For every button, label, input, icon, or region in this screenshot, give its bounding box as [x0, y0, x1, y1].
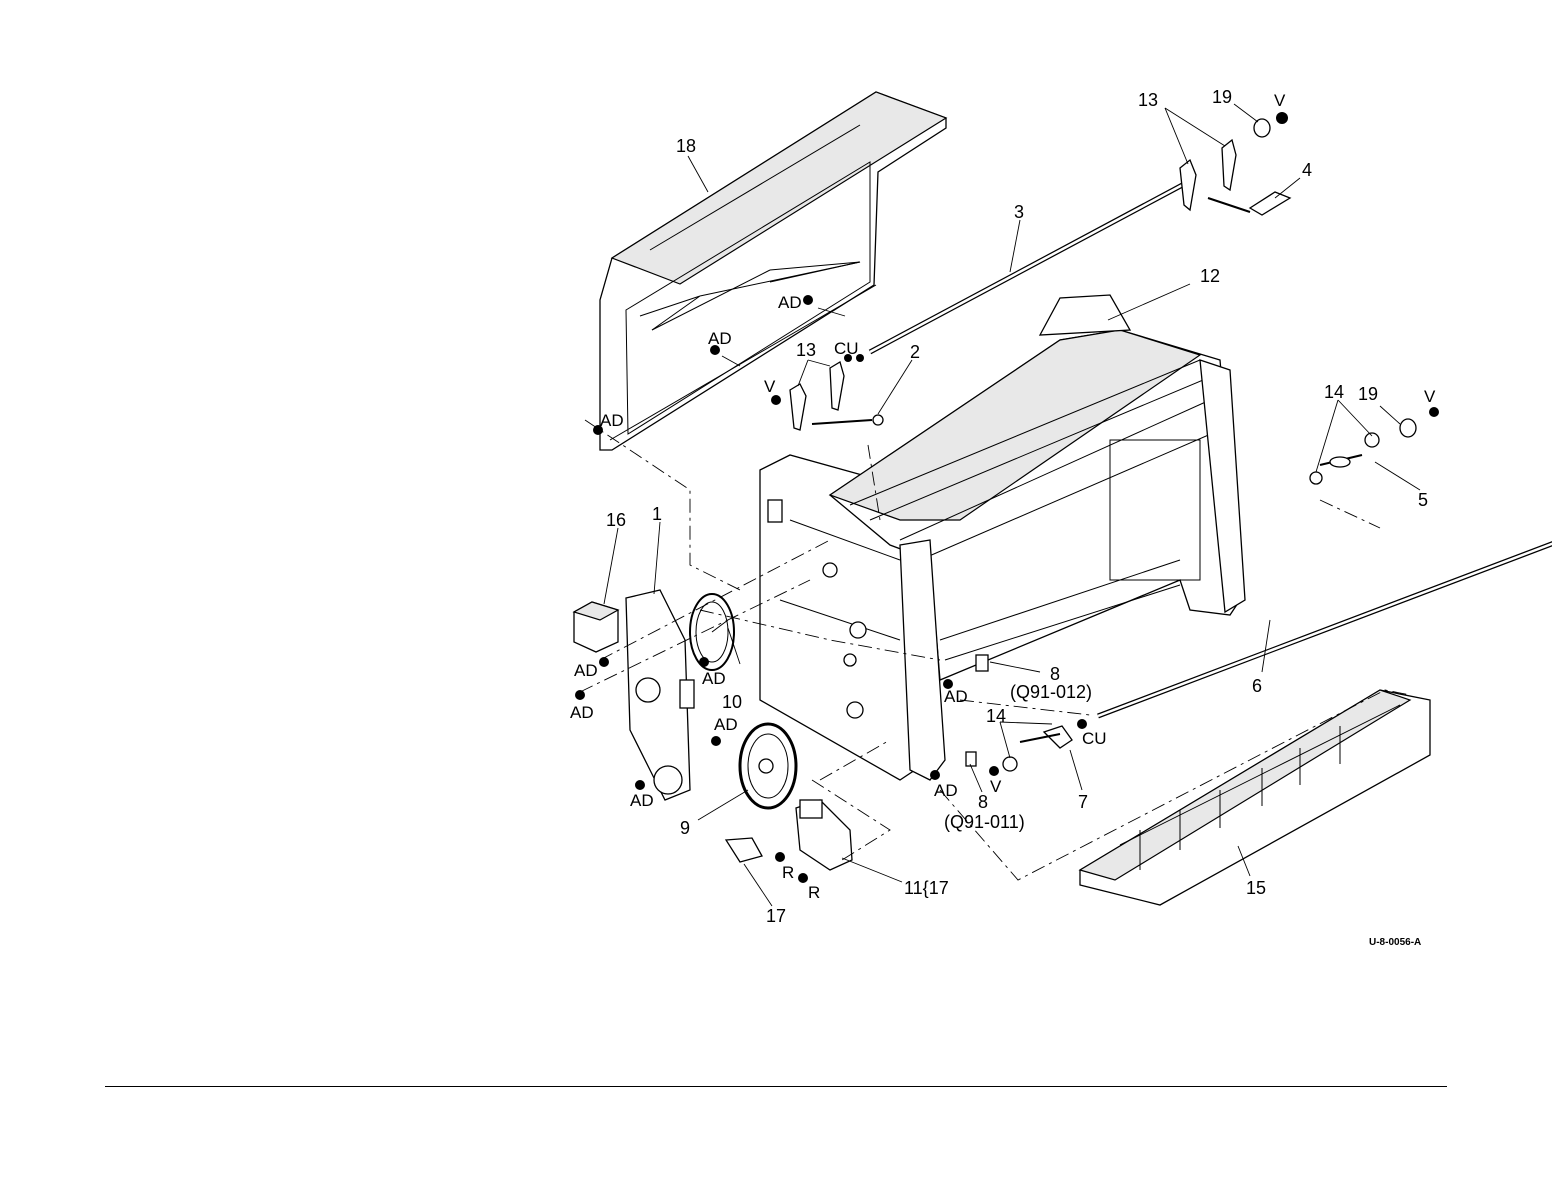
callout-14-upper: 14 [1324, 382, 1344, 402]
callout-14-lower: 14 [986, 706, 1006, 726]
callout-19-upper: 19 [1212, 87, 1232, 107]
callout-1: 1 [652, 504, 662, 524]
callout-10: 10 [722, 692, 742, 712]
callout-2: 2 [910, 342, 920, 362]
callout-r-1: R [782, 863, 794, 882]
callout-6: 6 [1252, 676, 1262, 696]
callout-ad-1: AD [778, 293, 802, 312]
callout-18: 18 [676, 136, 696, 156]
callout-13-middle: 13 [796, 340, 816, 360]
gear-9 [740, 724, 796, 808]
callout-11-17: 11{17 [904, 878, 949, 898]
callout-ad-5: AD [570, 703, 594, 722]
right-side-springs [1310, 407, 1439, 484]
callout-ad-6: AD [702, 669, 726, 688]
callout-ad-9: AD [934, 781, 958, 800]
callout-9: 9 [680, 818, 690, 838]
callout-r-2: R [808, 883, 820, 902]
sensor-bracket-assembly [726, 800, 852, 870]
callout-17: 17 [766, 906, 786, 926]
footer-divider [105, 1086, 1447, 1087]
drive-bracket-assembly [574, 590, 694, 800]
callout-cu-lower: CU [1082, 729, 1107, 748]
gear-10 [690, 594, 734, 670]
callout-3: 3 [1014, 202, 1024, 222]
callout-19-right: 19 [1358, 384, 1378, 404]
callout-15: 15 [1246, 878, 1266, 898]
callout-ad-7: AD [944, 687, 968, 706]
callout-ad-3: AD [600, 411, 624, 430]
bottom-tray [1080, 690, 1430, 905]
callout-ad-8: AD [714, 715, 738, 734]
callout-v-lower: V [990, 777, 1002, 796]
callout-4: 4 [1302, 160, 1312, 180]
middle-levers [790, 354, 883, 430]
callout-5: 5 [1418, 490, 1428, 510]
callout-cu-upper: CU [834, 339, 859, 358]
callout-12: 12 [1200, 266, 1220, 286]
callout-v-middle: V [764, 377, 776, 396]
callout-16: 16 [606, 510, 626, 530]
callout-v-right: V [1424, 387, 1436, 406]
figure-id: U-8-0056-A [1369, 937, 1421, 948]
callout-ad-10: AD [630, 791, 654, 810]
callout-13-upper: 13 [1138, 90, 1158, 110]
callout-v-upper: V [1274, 91, 1286, 110]
callout-q91-012: (Q91-012) [1010, 682, 1092, 702]
callout-8-upper: 8 [1050, 664, 1060, 684]
callout-ad-2: AD [708, 329, 732, 348]
callout-ad-4: AD [574, 661, 598, 680]
callout-8-lower: 8 [978, 792, 988, 812]
callout-q91-011: (Q91-011) [944, 812, 1025, 832]
callout-7: 7 [1078, 792, 1088, 812]
